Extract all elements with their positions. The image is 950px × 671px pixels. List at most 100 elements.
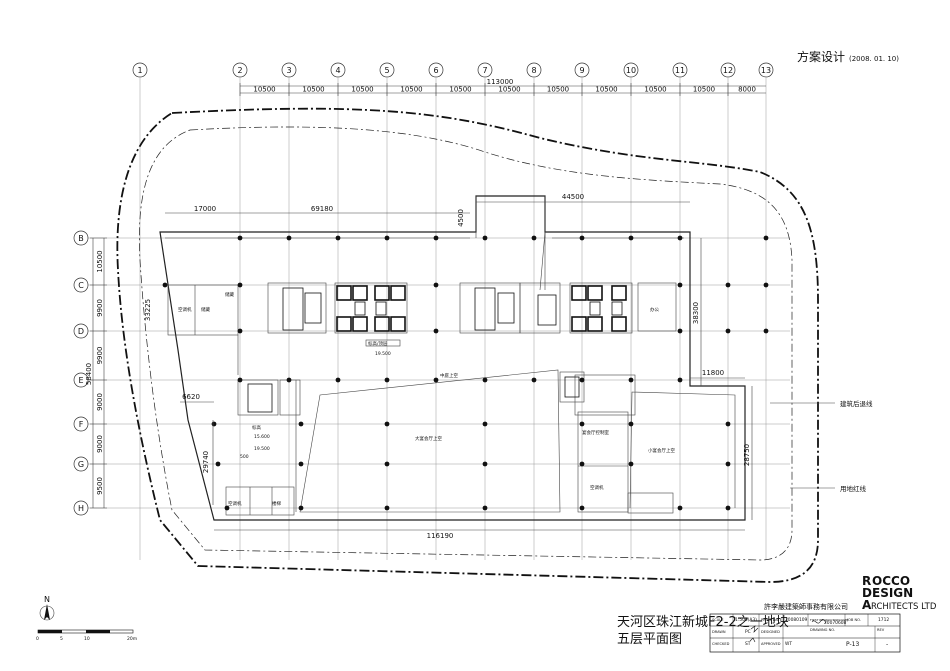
grid-bubble-row <box>73 277 89 293</box>
column-dot <box>433 377 439 383</box>
grid-bubble-row <box>73 323 89 339</box>
grid-label-row: E <box>78 376 83 385</box>
svg-text:REV: REV <box>877 628 885 632</box>
column-dot <box>433 235 439 241</box>
column-dot <box>628 461 634 467</box>
room-labels: 空调机 储藏 储藏 办公 标高/顶层 19.500 中庭上空 标高 15.600… <box>178 291 675 507</box>
svg-text:APPROVED: APPROVED <box>761 642 781 646</box>
site-red-line <box>116 107 819 583</box>
svg-text:R: R <box>862 574 871 588</box>
column-dot <box>725 421 731 427</box>
svg-text:PRINT DATE: PRINT DATE <box>761 618 783 622</box>
grid-label-col: 1 <box>137 66 142 75</box>
grid-bubble-col <box>132 62 148 78</box>
column-dot <box>677 282 683 288</box>
small-hall-label: 小宴会厅上空 <box>648 447 675 454</box>
column-dot <box>628 421 634 427</box>
level-value-1: 19.500 <box>375 351 391 357</box>
column-dot <box>531 377 537 383</box>
svg-text:N: N <box>44 595 50 604</box>
level-box-2: 标高 <box>252 424 261 431</box>
column-dot <box>628 377 634 383</box>
column-dot <box>335 235 341 241</box>
north-arrow: N <box>39 595 55 621</box>
banquet-control-label: 宴会厅控制室 <box>582 429 609 436</box>
dim-top-segment: 10500 <box>693 86 715 94</box>
column-dot <box>298 421 304 427</box>
column-dot <box>531 235 537 241</box>
grid-bubble-col <box>330 62 346 78</box>
grid-bubble-col <box>720 62 736 78</box>
column-dot <box>482 461 488 467</box>
column-dot <box>384 461 390 467</box>
svg-text:D: D <box>862 586 872 600</box>
svg-text:PC: PC <box>745 629 751 635</box>
svg-text:10: 10 <box>84 636 90 642</box>
dim-top-segment: 10500 <box>498 86 520 94</box>
firm-logo: R OCCO D ESIGN A RCHITECTS LTD <box>862 574 937 612</box>
dim-left-segment: 9000 <box>96 393 104 411</box>
room-office: 办公 <box>650 306 659 313</box>
dim-69180: 69180 <box>311 205 333 213</box>
svg-text:CHECKED: CHECKED <box>712 642 730 646</box>
svg-text:P-13: P-13 <box>846 641 859 648</box>
dim-top-segment: 10500 <box>400 86 422 94</box>
grid-label-row: C <box>78 281 84 290</box>
dim-11800: 11800 <box>702 369 724 377</box>
column-dot <box>162 282 168 288</box>
room-ac-3: 空调机 <box>228 500 242 507</box>
svg-text:-: - <box>886 641 888 648</box>
dim-top-segment: 10500 <box>595 86 617 94</box>
column-dot <box>725 505 731 511</box>
svg-text:5: 5 <box>60 636 63 642</box>
dim-top-overall: 113000 <box>487 78 514 86</box>
grid-label-row: G <box>78 460 84 469</box>
service-core-lower <box>237 371 585 416</box>
column-dot <box>763 282 769 288</box>
column-dot <box>286 235 292 241</box>
dim-28750: 28750 <box>743 444 751 466</box>
column-dot <box>579 377 585 383</box>
dim-top-segment: 10500 <box>351 86 373 94</box>
column-dot <box>211 421 217 427</box>
dim-left-segment: 9500 <box>96 477 104 495</box>
column-dot <box>384 377 390 383</box>
svg-text:A: A <box>862 598 872 612</box>
column-dot <box>482 421 488 427</box>
grid-label-col: 9 <box>579 66 584 75</box>
grid-bubble-col <box>526 62 542 78</box>
grid-bubble-col <box>428 62 444 78</box>
level-value-2a: 15.600 <box>254 434 270 440</box>
dim-4500: 4500 <box>457 209 465 227</box>
svg-text:FIRST PRODUCTION DATE: FIRST PRODUCTION DATE <box>810 618 848 622</box>
column-dot <box>384 235 390 241</box>
dim-33225: 33225 <box>144 299 152 321</box>
svg-text:JOB NO.: JOB NO. <box>846 618 861 622</box>
big-hall-label: 大宴会厅上空 <box>415 435 442 442</box>
red-line-label: 用地红线 <box>840 484 867 493</box>
column-dot <box>763 328 769 334</box>
dim-left-segment: 10500 <box>96 250 104 272</box>
dim-6620: 6620 <box>182 393 200 401</box>
column-dot <box>763 235 769 241</box>
column-dot <box>725 282 731 288</box>
grid-label-col: 13 <box>761 66 771 75</box>
column-dot <box>433 282 439 288</box>
svg-text:DESIGNED: DESIGNED <box>761 630 780 634</box>
column-dot <box>677 377 683 383</box>
grid-label-col: 12 <box>723 66 733 75</box>
setback-line-label: 建筑后退线 <box>840 399 873 408</box>
column-dot <box>628 235 634 241</box>
column-dot <box>237 328 243 334</box>
svg-text:20080109: 20080109 <box>785 617 808 623</box>
column-dot <box>335 377 341 383</box>
room-store-1: 储藏 <box>201 306 210 313</box>
column-dot <box>224 505 230 511</box>
column-dot <box>384 505 390 511</box>
grid-label-col: 8 <box>531 66 536 75</box>
column-dot <box>433 328 439 334</box>
room-ac-2: 空调机 <box>590 484 604 491</box>
svg-text:WT: WT <box>785 641 792 647</box>
grid-bubble-col <box>672 62 688 78</box>
